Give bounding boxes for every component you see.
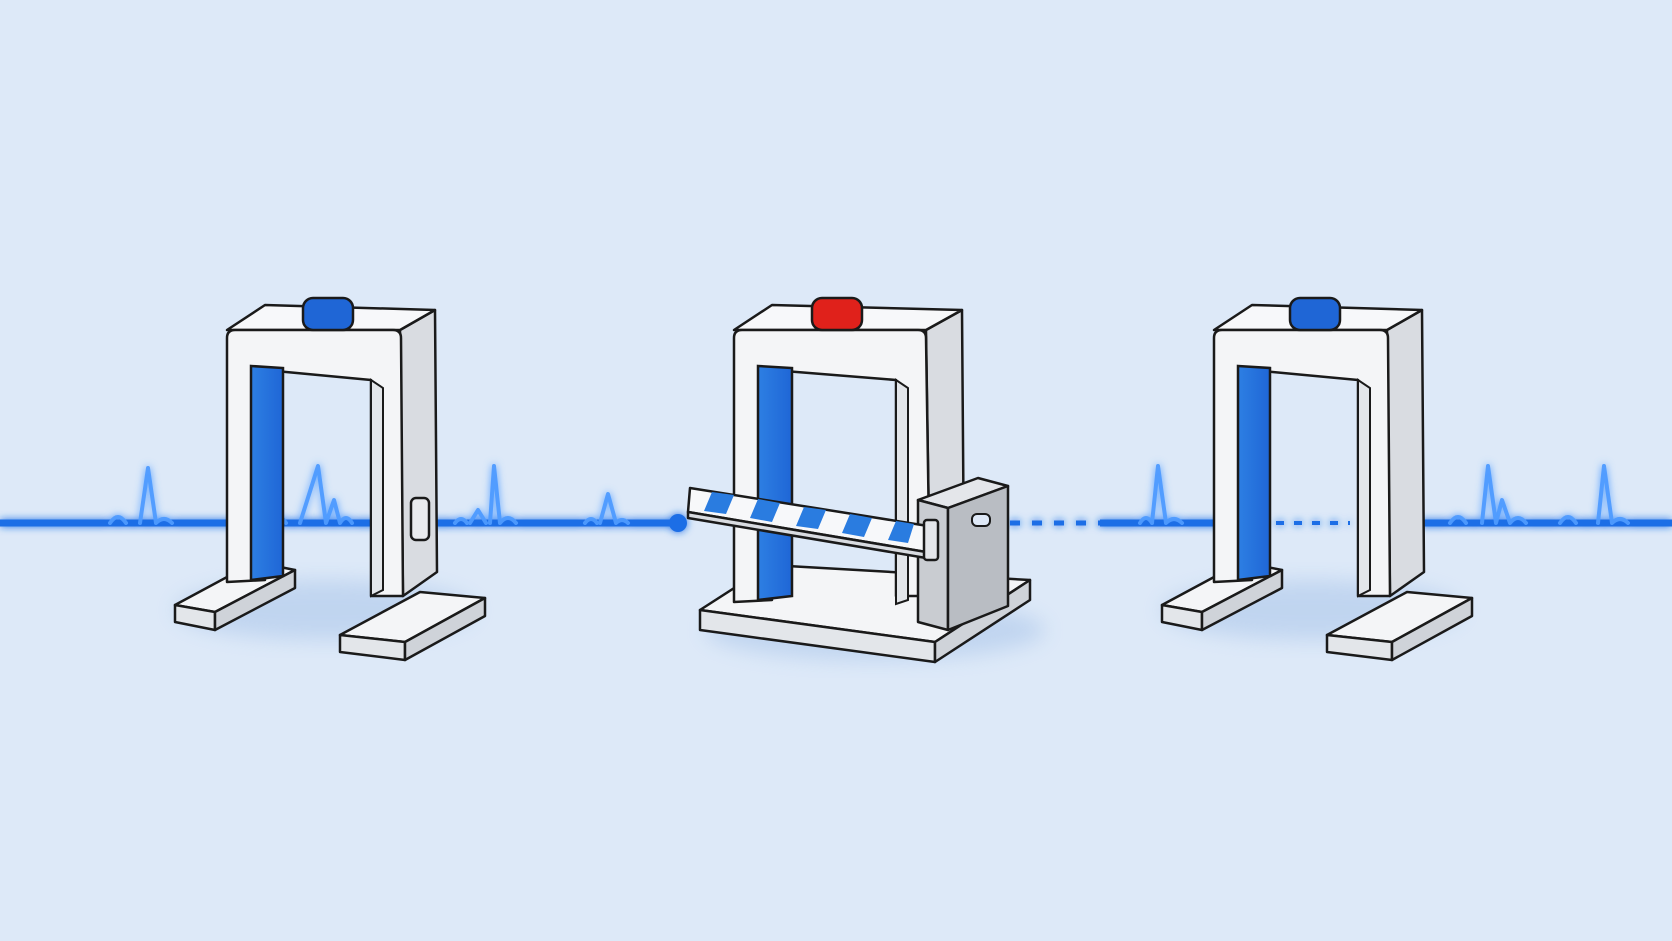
gate-1-foot-right [338, 590, 487, 662]
gate-3-status-light [1288, 296, 1342, 332]
gate-1 [173, 296, 487, 662]
gate-3-scanner-panel [1236, 364, 1272, 582]
gate-1-status-light [301, 296, 355, 332]
gate-2-scanner-panel [756, 364, 794, 602]
gate-2 [686, 296, 1045, 664]
gate-2-barrier-arm [686, 486, 940, 562]
gate-1-sensor [409, 496, 431, 542]
gate-3-foot-right [1325, 590, 1474, 662]
gate-2-control-box [916, 476, 1010, 632]
gate-3 [1160, 296, 1474, 662]
gate-1-scanner-panel [249, 364, 285, 582]
signal-endpoint-dot [669, 514, 687, 532]
heartbeat-signal-icon [108, 464, 1630, 525]
gate-2-status-light [810, 296, 864, 332]
gate-2-control-light [971, 513, 991, 527]
